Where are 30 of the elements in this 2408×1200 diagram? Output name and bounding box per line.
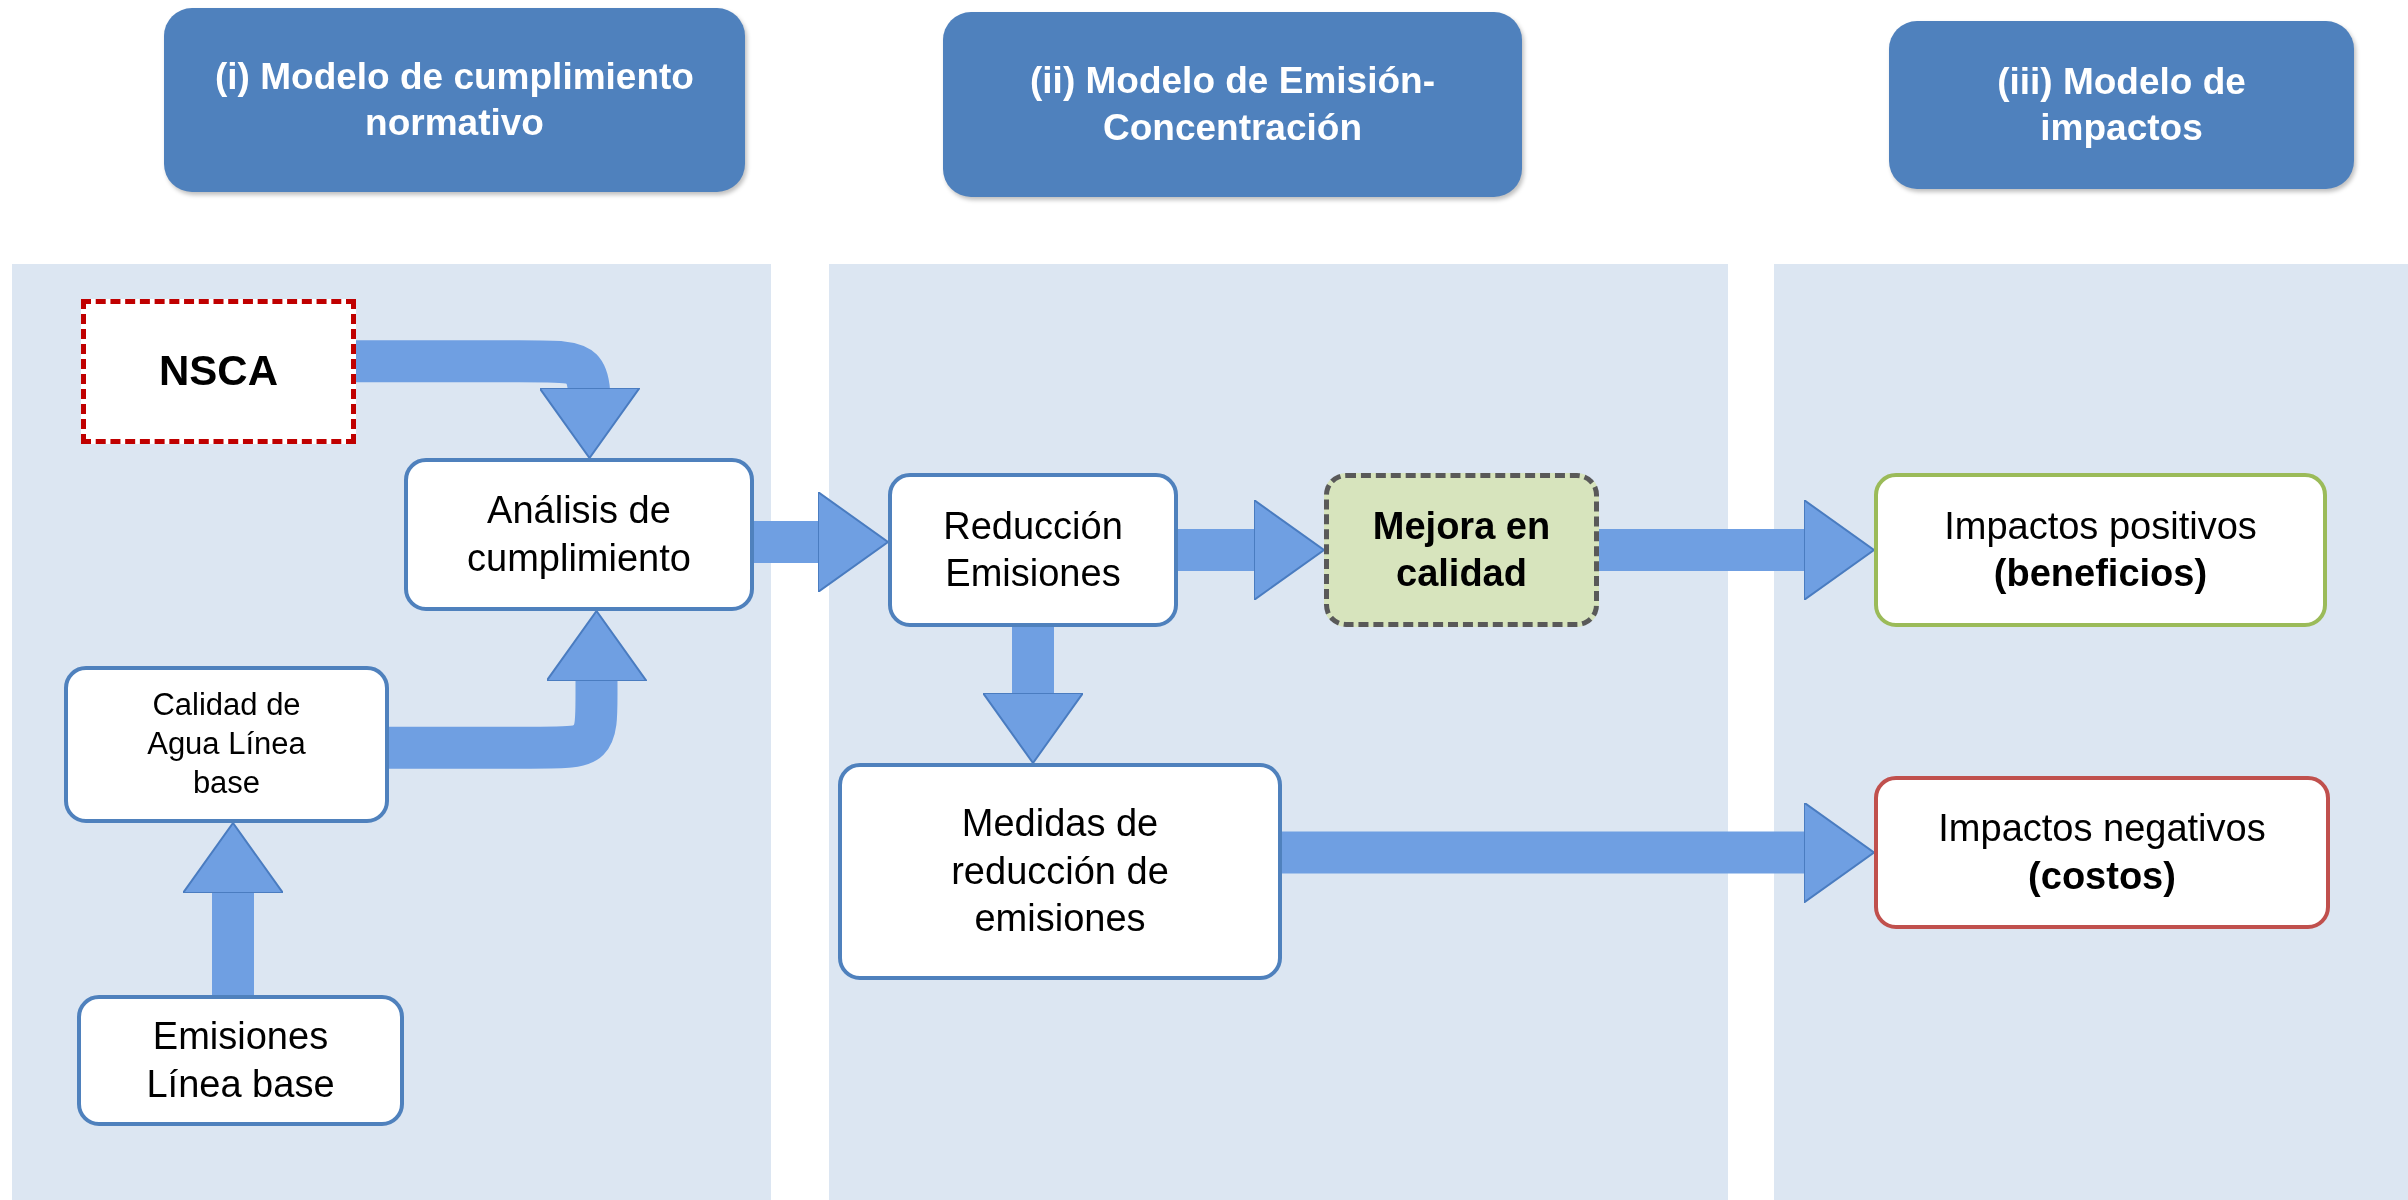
process-box (64, 666, 389, 823)
process-box (77, 995, 404, 1126)
node-label: Emisiones Línea base (145, 1014, 336, 1107)
node-label: Análisis de cumplimiento (466, 488, 692, 581)
header-box (164, 8, 745, 192)
block-arrow (1282, 801, 1875, 904)
node-label: (i) Modelo de cumplimiento normativo (214, 54, 695, 145)
process-box (1874, 776, 2330, 929)
block-arrow (982, 627, 1084, 764)
node-label: NSCA (159, 346, 278, 397)
block-arrow (754, 491, 889, 593)
process-box (1324, 473, 1599, 627)
process-box (81, 299, 356, 444)
block-arrow (1178, 499, 1325, 601)
process-box (888, 473, 1178, 627)
block-arrow (1599, 499, 1875, 601)
node-label: Impactos positivos (beneficios) (1944, 503, 2257, 596)
node-label: Mejora en calidad (1371, 503, 1552, 596)
block-arrow (182, 822, 284, 995)
process-box (1874, 473, 2327, 627)
node-label: Medidas de reducción de emisiones (950, 801, 1170, 942)
node-label: (iii) Modelo de impactos (1996, 59, 2247, 150)
process-box (404, 458, 754, 611)
node-label: (ii) Modelo de Emisión-Concentración (1029, 59, 1436, 150)
node-label: Calidad de Agua Línea base (146, 686, 307, 802)
node-label: Reducción Emisiones (942, 503, 1124, 596)
node-label: Impactos negativos (costos) (1938, 806, 2266, 899)
process-box (838, 763, 1282, 980)
header-box (943, 12, 1522, 197)
header-box (1889, 21, 2354, 189)
